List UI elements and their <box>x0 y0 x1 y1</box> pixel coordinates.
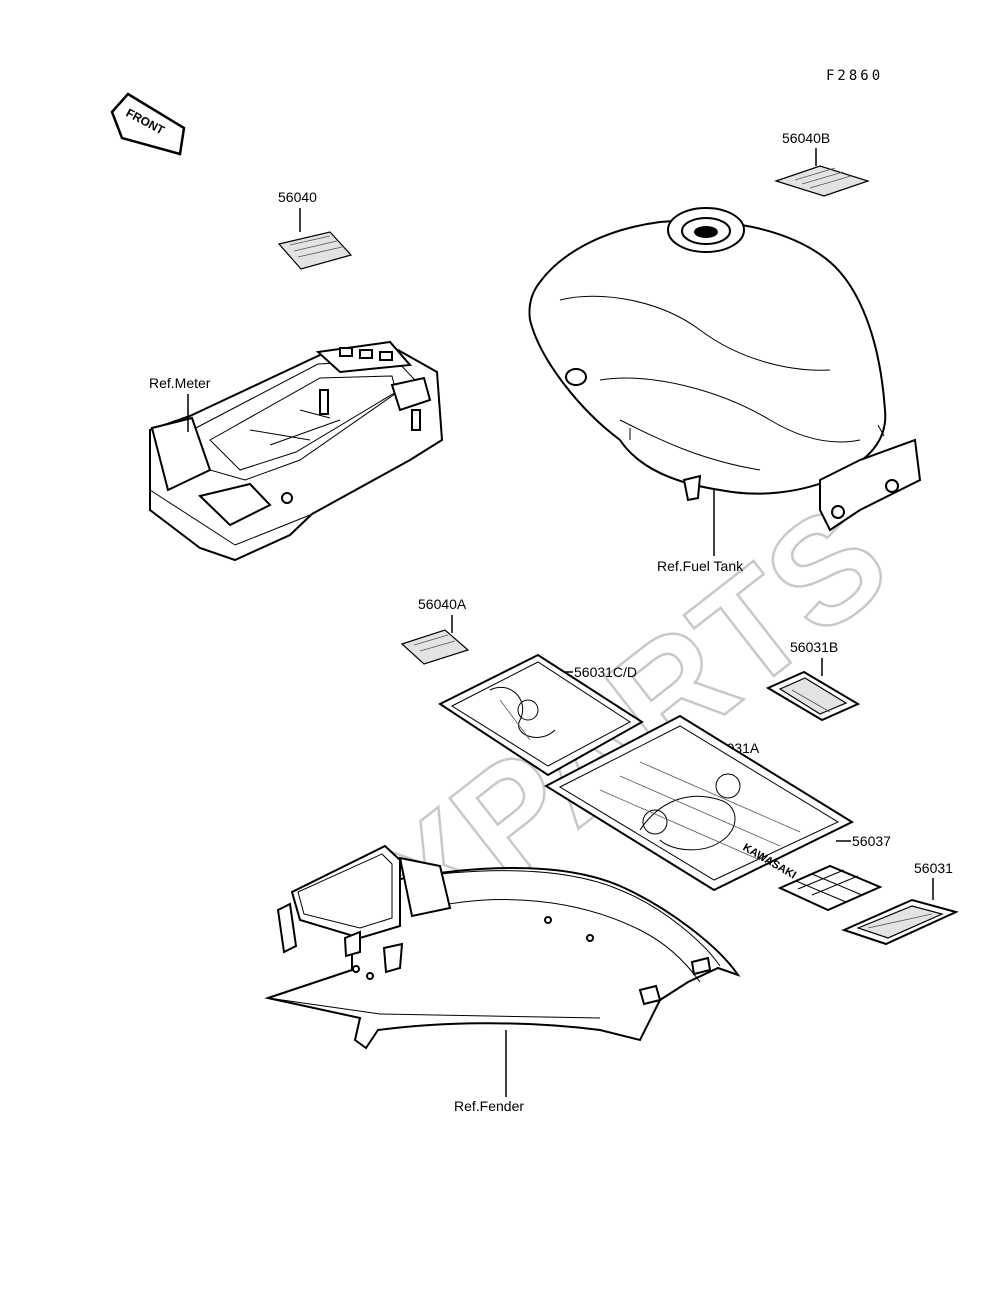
part-number-56031: 56031 <box>914 860 953 876</box>
part-number-56040A: 56040A <box>418 596 467 612</box>
label-56031CD: 56031C/D <box>438 653 644 777</box>
part-number-56040: 56040 <box>278 189 317 205</box>
ref-meter-label: Ref.Meter <box>149 375 211 391</box>
label-56040B: 56040B <box>774 130 870 197</box>
figure-code: F2860 <box>826 68 883 84</box>
label-56031B: 56031B <box>765 639 861 722</box>
label-56037: 56037 <box>777 833 891 912</box>
part-number-56040B: 56040B <box>782 130 830 146</box>
part-number-56031B: 56031B <box>790 639 838 655</box>
label-56031: 56031 <box>841 860 959 946</box>
ref-fender-label: Ref.Fender <box>454 1098 524 1114</box>
label-56040A: 56040A <box>400 596 470 665</box>
front-arrow-icon: FRONT <box>110 92 186 156</box>
ref-fuel-tank-label: Ref.Fuel Tank <box>657 558 744 574</box>
rear-fender <box>264 844 741 1050</box>
label-56040: 56040 <box>277 189 353 270</box>
meter-assembly <box>149 340 444 562</box>
part-number-56031CD: 56031C/D <box>574 664 637 680</box>
fuel-tank <box>528 207 922 532</box>
part-number-56037: 56037 <box>852 833 891 849</box>
